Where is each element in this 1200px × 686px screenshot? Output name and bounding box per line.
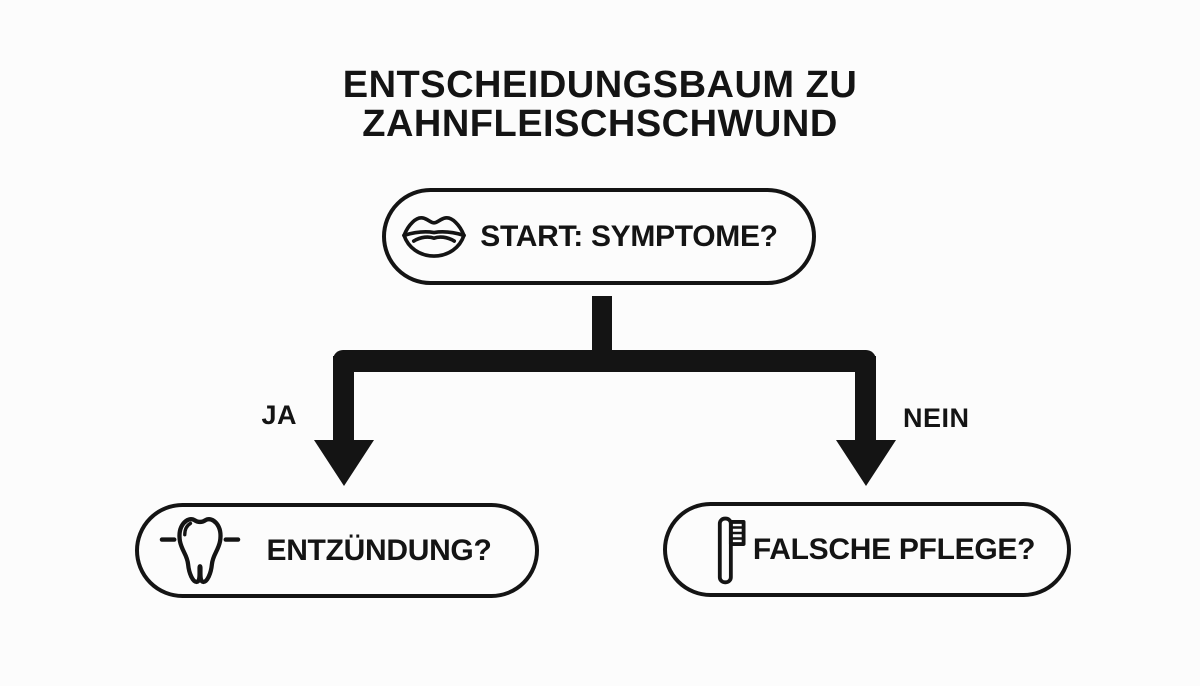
connector-drop-right (855, 356, 876, 443)
node-start-label: START: SYMPTOME? (480, 219, 778, 253)
page-title-line1: ENTSCHEIDUNGSBAUM ZU (342, 64, 858, 106)
page-title: ENTSCHEIDUNGSBAUM ZU ZAHNFLEISCHSCHWUND (0, 66, 1200, 144)
connector-crossbar (333, 350, 876, 372)
branch-label-ja: JA (261, 400, 297, 430)
arrowhead-left-icon (314, 440, 374, 486)
node-entzuendung: ENTZÜNDUNG? (135, 503, 539, 598)
branch-label-nein: NEIN (903, 403, 970, 433)
arrowhead-right-icon (836, 440, 896, 486)
node-entzuendung-label: ENTZÜNDUNG? (266, 533, 492, 567)
connector-drop-left (333, 356, 354, 443)
tooth-icon (159, 511, 241, 591)
toothbrush-icon (713, 514, 747, 586)
page-title-line2: ZAHNFLEISCHSCHWUND (362, 103, 838, 145)
node-start-symptome: START: SYMPTOME? (382, 188, 816, 285)
mouth-icon (400, 208, 468, 266)
connector-stem (592, 296, 612, 354)
node-falsche-pflege-label: FALSCHE PFLEGE? (752, 532, 1036, 566)
node-falsche-pflege: FALSCHE PFLEGE? (663, 502, 1071, 597)
